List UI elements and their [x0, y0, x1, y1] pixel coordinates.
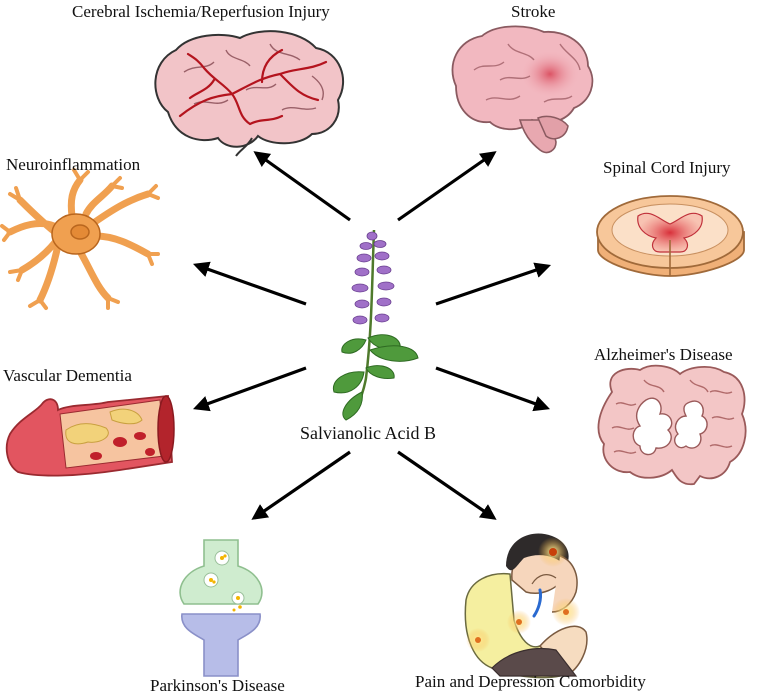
- alzheimer-brain-icon: [597, 364, 747, 486]
- brain-stroke-icon: [451, 25, 594, 154]
- label-neuroinflammation: Neuroinflammation: [6, 155, 141, 174]
- arrow-neuroinflammation: [192, 261, 307, 306]
- spinal-cord-icon: [596, 195, 745, 277]
- arrow-stroke: [397, 151, 497, 222]
- arrow-alzheimer: [435, 366, 551, 412]
- astrocyte-icon: [0, 168, 160, 310]
- label-parkinson: Parkinson's Disease: [150, 676, 285, 695]
- arrow-spinal: [435, 262, 552, 306]
- arrow-parkinson: [251, 450, 351, 520]
- label-pain: Pain and Depression Comorbidity: [415, 672, 646, 691]
- label-spinal: Spinal Cord Injury: [603, 158, 731, 177]
- label-stroke: Stroke: [511, 2, 556, 21]
- arrow-ischemia: [253, 151, 351, 222]
- label-ischemia: Cerebral Ischemia/Reperfusion Injury: [72, 2, 330, 21]
- label-vascular: Vascular Dementia: [3, 366, 132, 385]
- synapse-icon: [179, 539, 263, 677]
- label-center: Salvianolic Acid B: [300, 423, 436, 443]
- arrows: [192, 151, 552, 520]
- person-pain-icon: [464, 533, 588, 679]
- blood-vessel-icon: [5, 395, 175, 477]
- label-alzheimer: Alzheimer's Disease: [594, 345, 733, 364]
- salvia-plant-icon: [332, 229, 419, 421]
- arrow-pain: [397, 450, 497, 520]
- brain-vessels-icon: [154, 30, 344, 157]
- arrow-vascular: [192, 366, 307, 412]
